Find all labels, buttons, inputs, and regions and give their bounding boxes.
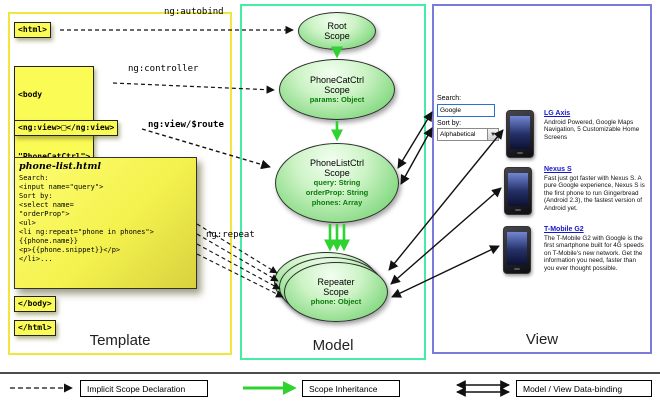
legend-label: Model / View Data-binding	[523, 383, 623, 394]
phone-listing: LG Axis Android Powered, Google Maps Nav…	[544, 110, 647, 141]
phone-list-template-note: phone-list.html Search: <input name="que…	[14, 157, 197, 289]
scope-property: query: String	[313, 178, 361, 188]
scope-property: orderProp: String	[305, 188, 369, 198]
search-input[interactable]	[437, 104, 495, 117]
phonelistctrl-scope-title: PhoneListCtrl Scope	[309, 158, 365, 179]
phone-name-link[interactable]: Nexus S	[544, 166, 572, 173]
repeater-scope-title: Repeater Scope	[317, 277, 355, 298]
code-line: {{phone.name}}	[19, 236, 79, 245]
scope-property: params: Object	[309, 94, 365, 104]
arrow-label-autobind: ng:autobind	[164, 7, 224, 17]
phone-name-link[interactable]: T-Mobile G2	[544, 226, 584, 233]
phone-button	[517, 152, 523, 154]
phone-listing: T-Mobile G2 The T-Mobile G2 with Google …	[544, 226, 647, 272]
sort-label: Sort by:	[437, 120, 462, 127]
dropdown-arrow-icon: ▼	[487, 129, 498, 140]
phone-image	[503, 226, 531, 274]
model-panel-title: Model	[312, 337, 354, 354]
legend-scope-inheritance: Scope Inheritance	[302, 380, 400, 397]
search-label: Search:	[437, 95, 462, 102]
html-close-tag: </html>	[14, 320, 56, 337]
code-line: <li ng:repeat="phone in phones">	[19, 227, 154, 236]
phone-button	[514, 268, 520, 270]
arrow-label-view-route: ng:view/$route	[148, 120, 224, 130]
phonecatctrl-scope-ellipse: PhoneCatCtrl Scope params: Object	[279, 59, 395, 120]
code-line: Search:	[19, 174, 49, 182]
legend-label: Implicit Scope Declaration	[87, 383, 186, 394]
phonecatctrl-scope-title: PhoneCatCtrl Scope	[309, 74, 365, 95]
legend-model-view-data-binding: Model / View Data-binding	[516, 380, 652, 397]
code-line: <ul>	[19, 218, 36, 227]
phone-listing: Nexus S Fast just got faster with Nexus …	[544, 166, 647, 212]
phone-screen	[507, 232, 527, 265]
phone-description: The T-Mobile G2 with Google is the first…	[544, 235, 644, 272]
legend-implicit-scope-declaration: Implicit Scope Declaration	[80, 380, 208, 397]
phonelistctrl-scope-ellipse: PhoneListCtrl Scope query: String orderP…	[275, 143, 399, 223]
phone-description: Android Powered, Google Maps Navigation,…	[544, 119, 640, 141]
phone-list-note-title: phone-list.html	[19, 161, 101, 172]
phone-image	[506, 110, 534, 158]
legend-label: Scope Inheritance	[309, 383, 378, 394]
html-open-tag: <html>	[14, 22, 51, 39]
repeater-scope-ellipse: Repeater Scope phone: Object	[284, 262, 388, 322]
ng-view-tag: <ng:view>□</ng:view>	[14, 120, 119, 137]
arrow-label-controller: ng:controller	[128, 64, 199, 74]
root-scope-title: Root Scope	[324, 20, 350, 41]
view-panel-title: View	[525, 331, 559, 348]
code-line: </li>...	[19, 254, 53, 263]
arrow-label-repeat: ng:repeat	[206, 230, 255, 240]
code-line: "orderProp">	[19, 209, 70, 218]
scope-property: phone: Object	[310, 297, 362, 307]
phone-button	[515, 209, 521, 211]
code-line: Sort by:	[19, 191, 53, 200]
code-line: <p>{{phone.snippet}}</p>	[19, 245, 121, 254]
body-close-tag: </body>	[14, 296, 56, 313]
sort-select-value: Alphabetical	[440, 131, 476, 138]
code-line: <input name="query">	[19, 182, 104, 191]
phone-screen	[510, 116, 530, 149]
scope-property: phones: Array	[311, 197, 363, 207]
root-scope-ellipse: Root Scope	[298, 12, 376, 50]
code-line: <select name=	[19, 200, 74, 209]
phone-description: Fast just got faster with Nexus S. A pur…	[544, 175, 645, 212]
code-line: "PhoneCatCtrl">	[18, 152, 90, 162]
code-line: <body	[18, 89, 43, 99]
sort-select[interactable]: Alphabetical ▼	[437, 128, 499, 141]
phone-name-link[interactable]: LG Axis	[544, 110, 571, 117]
phone-image	[504, 167, 532, 215]
template-panel-title: Template	[89, 332, 151, 349]
template-panel: Template	[8, 12, 232, 355]
phone-screen	[508, 173, 528, 206]
